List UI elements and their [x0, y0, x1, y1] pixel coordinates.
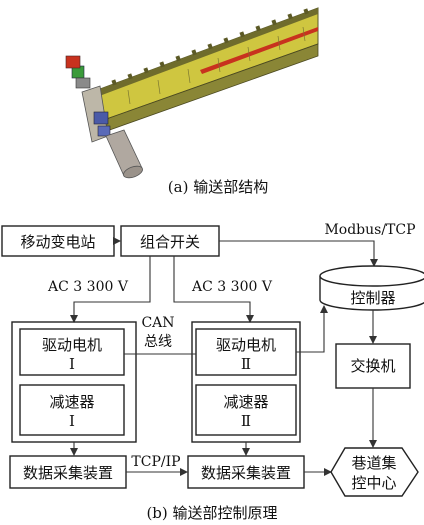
- motor-1-label: 驱动电机: [42, 336, 102, 354]
- reducer-2-box: [195, 384, 297, 436]
- motor-2-label: 驱动电机: [216, 336, 276, 354]
- caption-b: (b) 输送部控制原理: [146, 504, 277, 522]
- conveyor-red-strip: [200, 27, 318, 74]
- can-bus-label: 总线: [144, 334, 172, 350]
- tcpip-label: TCP/IP: [131, 454, 180, 470]
- drive-unit-blue-2: [97, 125, 111, 137]
- edge-switch-controller: [219, 240, 378, 267]
- drive-motor-end: [123, 165, 143, 179]
- controller-cylinder: [319, 265, 424, 311]
- control-center-label-2: 控中心: [351, 474, 396, 492]
- daq-1-label: 数据采集装置: [23, 464, 113, 482]
- reducer-1-index: Ⅰ: [69, 412, 75, 430]
- reducer-2-index: Ⅱ: [241, 412, 251, 430]
- ac-label-right: AC 3 300 V: [191, 279, 273, 295]
- motor-1-index: Ⅰ: [69, 355, 75, 373]
- motor-2-index: Ⅱ: [241, 355, 251, 373]
- exchanger-label: 交换机: [350, 357, 395, 375]
- reducer-1-box: [19, 384, 125, 436]
- caption-a: (a) 输送部结构: [168, 178, 268, 196]
- substation-label: 移动变电站: [20, 233, 95, 251]
- motor-1-box: [19, 328, 125, 376]
- drive-unit-mid: [75, 77, 91, 89]
- conveyor-structure-image: [65, 7, 319, 179]
- can-label: CAN: [141, 315, 174, 331]
- drive-unit-red: [65, 55, 81, 69]
- daq-2-label: 数据采集装置: [201, 464, 291, 482]
- switch-label: 组合开关: [140, 233, 200, 251]
- reducer-1-label: 减速器: [49, 393, 94, 411]
- reducer-2-label: 减速器: [223, 393, 268, 411]
- conveyor-top-edge: [92, 8, 318, 98]
- controller-label: 控制器: [350, 289, 395, 307]
- control-center-label-1: 巷道集: [351, 454, 396, 472]
- edge-switch-motor-2: [173, 256, 254, 323]
- edge-switch-motor-1: [70, 256, 151, 323]
- drive-unit-blue: [93, 111, 109, 125]
- modbus-label: Modbus/TCP: [324, 222, 415, 238]
- conveyor-chain: [111, 8, 309, 86]
- conveyor-ribs: [127, 26, 306, 105]
- ac-label-left: AC 3 300 V: [47, 279, 129, 295]
- control-center-hexagon: [330, 447, 419, 497]
- edge-motor2-controller: [296, 305, 328, 353]
